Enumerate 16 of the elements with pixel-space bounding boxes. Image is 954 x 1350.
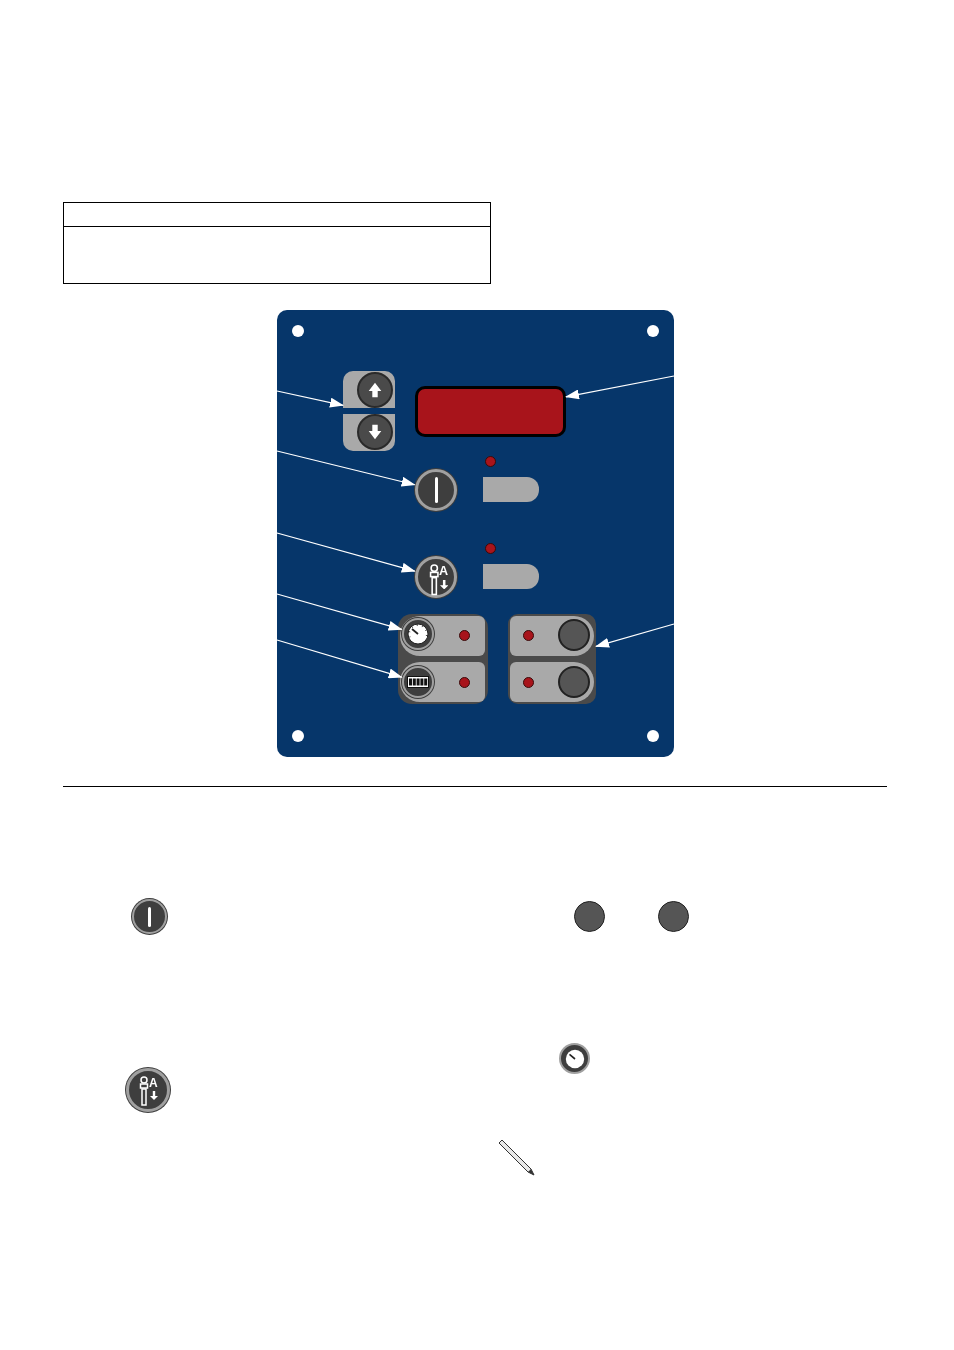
arrow-button-pad — [343, 371, 395, 451]
leader-arrow — [276, 532, 416, 573]
leader-arrow — [276, 390, 344, 408]
push-button — [415, 469, 457, 511]
icon-letter: A — [439, 565, 449, 578]
leader-arrow — [565, 375, 675, 400]
push-button — [415, 556, 457, 598]
leader-arrow — [276, 593, 403, 631]
control-panel — [277, 310, 674, 757]
leader-arrow — [276, 639, 403, 679]
display-window — [415, 386, 566, 437]
leader-arrow — [276, 450, 416, 487]
push-button — [402, 666, 434, 698]
button-cluster — [508, 614, 596, 704]
leader-arrow — [595, 623, 675, 648]
icon-letter: A — [149, 1077, 158, 1089]
